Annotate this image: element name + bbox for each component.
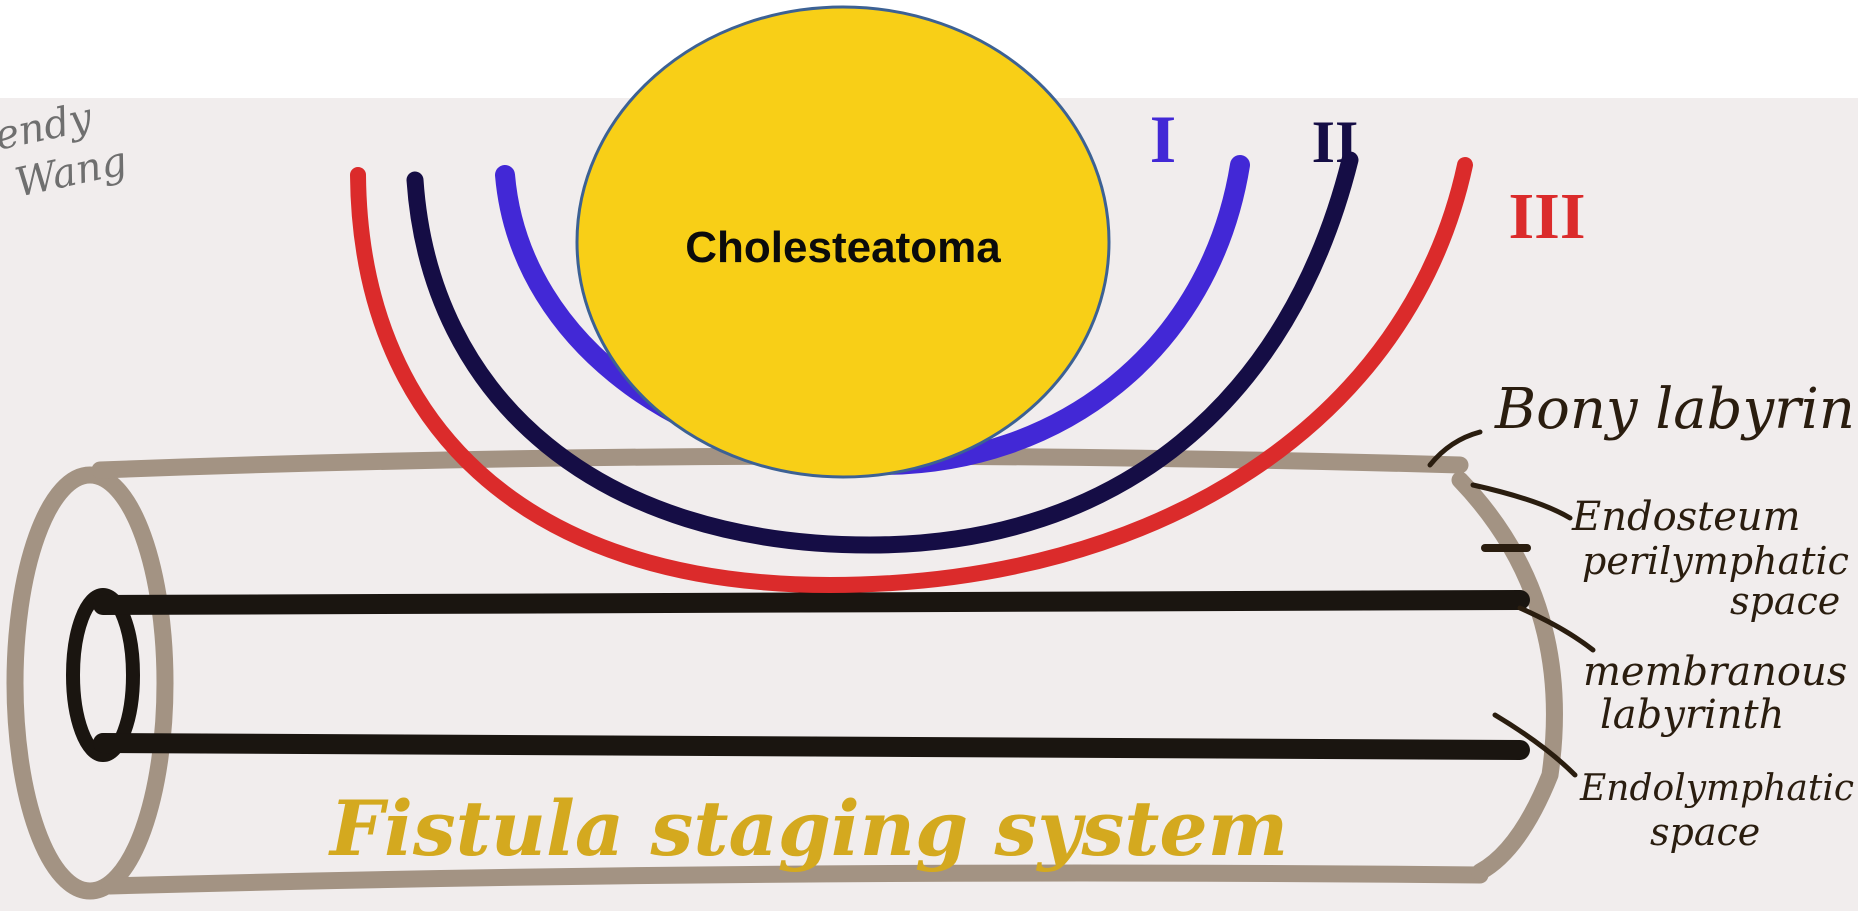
label-endolymphatic-line2: space — [1650, 810, 1760, 854]
diagram-title: Fistula staging system — [328, 784, 1288, 873]
membranous-top-line — [103, 600, 1520, 605]
cholesteatoma-label: Cholesteatoma — [685, 223, 1001, 272]
label-endosteum: Endosteum — [1571, 494, 1801, 540]
label-membranous-line2: labyrinth — [1600, 692, 1784, 738]
label-perilymphatic-line1: perilymphatic — [1582, 539, 1849, 583]
membranous-bottom-line — [103, 743, 1520, 750]
label-endolymphatic-line1: Endolymphatic — [1579, 768, 1854, 809]
stage-three-numeral: III — [1508, 180, 1585, 253]
label-perilymphatic-line2: space — [1730, 579, 1840, 623]
label-bony-labyrinth: Bony labyrint — [1494, 377, 1858, 442]
label-membranous-line1: membranous — [1583, 649, 1847, 695]
stage-two-numeral: II — [1312, 109, 1359, 175]
stage-one-numeral: I — [1150, 101, 1176, 177]
